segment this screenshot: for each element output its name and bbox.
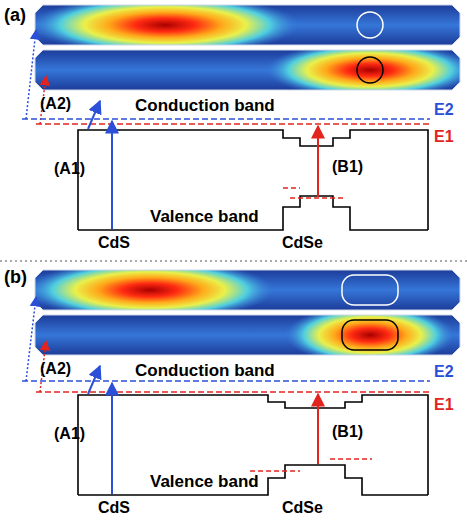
- panel-letter: (a): [4, 6, 26, 26]
- panel-a: [22, 0, 467, 230]
- arrow-a1: [111, 121, 113, 229]
- energy-level-label: E1: [434, 396, 454, 414]
- valence-band: [78, 196, 428, 230]
- transition-label: (A1): [54, 425, 85, 443]
- hole-level: [250, 470, 300, 472]
- material-label: CdSe: [282, 499, 323, 517]
- valence-band: [78, 465, 428, 495]
- arrow-b1: [317, 126, 319, 197]
- panel-letter: (b): [4, 268, 27, 288]
- level-e1: [36, 123, 430, 125]
- conduction-band: [78, 395, 428, 495]
- hole-level: [330, 458, 372, 460]
- cdse-outline: [342, 275, 398, 305]
- arrow-a2: [88, 101, 100, 129]
- panel-b: [22, 260, 460, 495]
- transition-label: (B1): [332, 158, 363, 176]
- panel-separator: [0, 260, 467, 261]
- transition-label: (A2): [40, 360, 71, 378]
- cdse-outline: [342, 320, 398, 350]
- material-label: CdSe: [282, 234, 323, 252]
- energy-level-label: E2: [434, 101, 454, 119]
- arrow-a1: [111, 383, 113, 494]
- nanorod-image: [35, 305, 460, 365]
- band-label: Valence band: [150, 208, 259, 227]
- level-e1: [36, 391, 430, 393]
- transition-label: (A2): [40, 95, 71, 113]
- material-label: CdS: [98, 499, 130, 517]
- energy-level-label: E2: [434, 363, 454, 381]
- material-label: CdS: [98, 234, 130, 252]
- level-e2: [22, 380, 430, 382]
- conduction-band: [78, 130, 428, 230]
- arrow-b1: [317, 394, 319, 464]
- nanorod-image: [25, 260, 460, 320]
- nanorod-image: [30, 0, 460, 55]
- transition-label: (B1): [332, 423, 363, 441]
- transition-label: (A1): [54, 160, 85, 178]
- cdse-outline: [357, 12, 383, 38]
- arrow-a2: [88, 366, 100, 394]
- level-e2: [22, 118, 430, 120]
- dotted-arrow: [26, 30, 36, 119]
- band-label: Conduction band: [135, 97, 275, 116]
- hole-level: [283, 187, 300, 189]
- cdse-outline: [357, 57, 383, 83]
- hole-level: [290, 197, 343, 199]
- band-label: Valence band: [150, 473, 259, 492]
- band-label: Conduction band: [135, 362, 275, 381]
- energy-level-label: E1: [434, 128, 454, 146]
- dotted-arrow: [26, 297, 36, 381]
- nanorod-image: [35, 42, 467, 98]
